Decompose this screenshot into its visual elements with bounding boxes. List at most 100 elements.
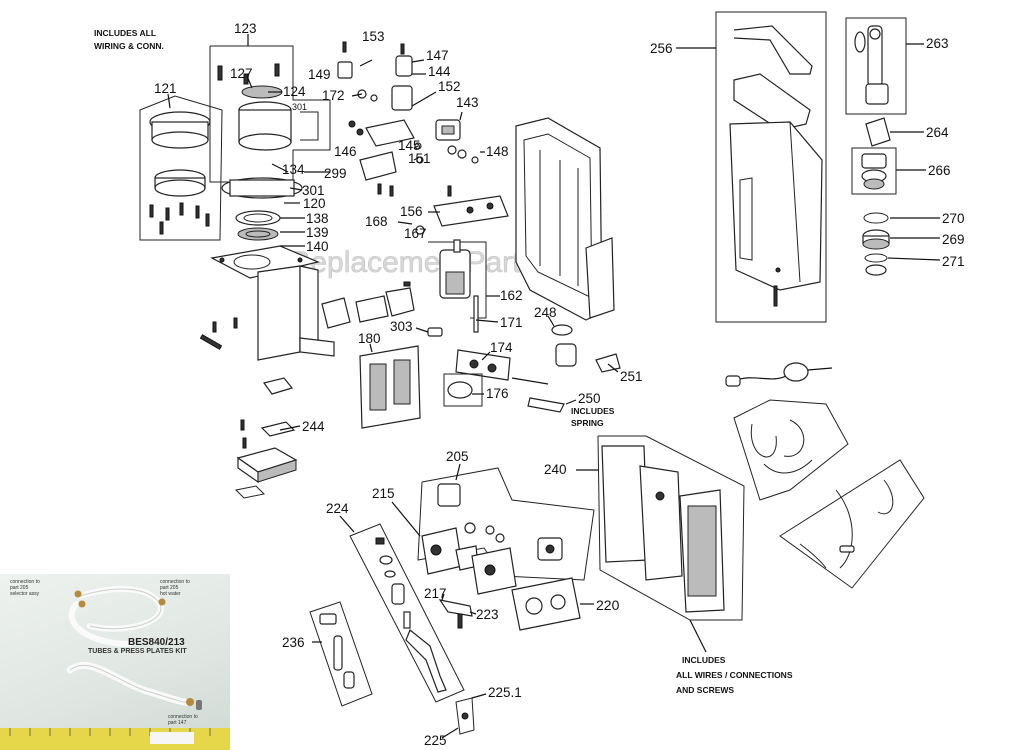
label-153: 153 (362, 29, 385, 44)
label-205: 205 (446, 449, 469, 464)
label-162: 162 (500, 288, 523, 303)
valve-266 (851, 147, 897, 195)
lever-263 (845, 17, 907, 115)
label-121: 121 (154, 81, 177, 96)
selector-215 (421, 527, 517, 595)
knob-220 (511, 577, 581, 631)
label-301a: 301 (292, 102, 307, 112)
kit-tag-hot-water-line3: hot water (160, 591, 181, 597)
label-168: 168 (365, 214, 388, 229)
label-251: 251 (620, 369, 643, 384)
tubes-illustration (0, 586, 230, 750)
kit-tag-selector-line1: connection to (10, 579, 40, 585)
pcb-group-240 (597, 435, 745, 621)
wire-kit-2 (779, 459, 925, 589)
label-156: 156 (400, 204, 423, 219)
water-tank-group-256 (715, 11, 827, 323)
mount-plate-140 (199, 245, 335, 361)
kit-subtitle: TUBES & PRESS PLATES KIT (88, 648, 187, 655)
label-145: 145 (398, 138, 421, 153)
label-151: 151 (408, 151, 431, 166)
kit-tag-147-line1: connection to (168, 714, 198, 720)
label-127: 127 (230, 66, 253, 81)
wire-kit-1 (733, 399, 849, 501)
valve-156 (415, 185, 509, 235)
small-parts-248-251 (527, 324, 621, 413)
label-124: 124 (283, 84, 306, 99)
label-215: 215 (372, 486, 395, 501)
seals-269-271 (862, 212, 890, 276)
button-blocks (321, 281, 443, 337)
label-180: 180 (358, 331, 381, 346)
label-303: 303 (390, 319, 413, 334)
kit-title: BES840/213 (128, 637, 185, 648)
label-140: 140 (306, 239, 329, 254)
label-123: 123 (234, 21, 257, 36)
kit-tag-hot-water-line2: part 205 (160, 585, 179, 591)
kit-tag-hot-water: connection to part 205 hot water (160, 579, 220, 597)
label-299: 299 (324, 166, 347, 181)
part-group-123 (209, 45, 331, 199)
kit-tag-hot-water-line1: connection to (160, 579, 190, 585)
leader-lines (167, 34, 941, 739)
label-217: 217 (424, 586, 447, 601)
kit-tag-147: connection to part 147 (168, 714, 228, 726)
label-176: 176 (486, 386, 509, 401)
label-236: 236 (282, 635, 305, 650)
label-144: 144 (428, 64, 451, 79)
label-223: 223 (476, 607, 499, 622)
label-143: 143 (456, 95, 479, 110)
solenoid-143 (435, 119, 479, 164)
bracket-299 (359, 151, 397, 197)
label-220: 220 (596, 597, 620, 613)
label-167: 167 (404, 226, 427, 241)
label-266: 266 (928, 163, 951, 178)
wand-223 (438, 599, 473, 629)
tip-225 (455, 697, 475, 735)
kit-tag-147-line2: part 147 (168, 720, 187, 726)
cap-264 (865, 117, 891, 147)
label-152: 152 (438, 79, 461, 94)
label-174: 174 (490, 340, 513, 355)
note-123-line1: INCLUDES ALL (94, 28, 156, 38)
froth-236 (309, 601, 373, 707)
display-panel-180 (359, 345, 421, 429)
note-240-line3: AND SCREWS (676, 685, 734, 695)
label-248: 248 (534, 305, 557, 320)
label-149: 149 (308, 67, 331, 82)
back-housing (515, 117, 615, 321)
part-group-121 (139, 95, 223, 241)
label-146: 146 (334, 144, 357, 159)
label-147: 147 (426, 48, 449, 63)
steam-wand-224 (349, 523, 465, 703)
kit-photo-inset (0, 574, 230, 750)
note-240-line1: INCLUDES (682, 655, 726, 665)
pump-162 (428, 239, 487, 333)
kit-tag-selector-line2: part 205 (10, 585, 29, 591)
label-225-1: 225.1 (488, 685, 522, 700)
label-264: 264 (926, 125, 949, 140)
label-269: 269 (942, 232, 965, 247)
gaskets-138-139 (235, 210, 281, 241)
heat-block-244 (234, 377, 298, 499)
label-171: 171 (500, 315, 523, 330)
label-148: 148 (486, 144, 509, 159)
label-244: 244 (302, 419, 325, 434)
kit-tag-selector-line3: selector assy (10, 591, 40, 597)
label-240: 240 (544, 462, 567, 477)
label-256: 256 (650, 41, 673, 56)
label-271: 271 (942, 254, 965, 269)
label-263: 263 (926, 36, 949, 51)
label-224: 224 (326, 501, 349, 516)
label-172: 172 (322, 88, 345, 103)
control-panel-205 (417, 467, 595, 581)
switch-174 (443, 349, 549, 407)
note-250-line1: INCLUDES (571, 406, 615, 416)
power-cord (725, 362, 833, 387)
label-138: 138 (306, 211, 329, 226)
kit-tag-selector: connection to part 205 selector assy (10, 579, 70, 597)
label-270: 270 (942, 211, 965, 226)
label-120: 120 (303, 196, 326, 211)
note-240-line2: ALL WIRES / CONNECTIONS (676, 670, 793, 680)
